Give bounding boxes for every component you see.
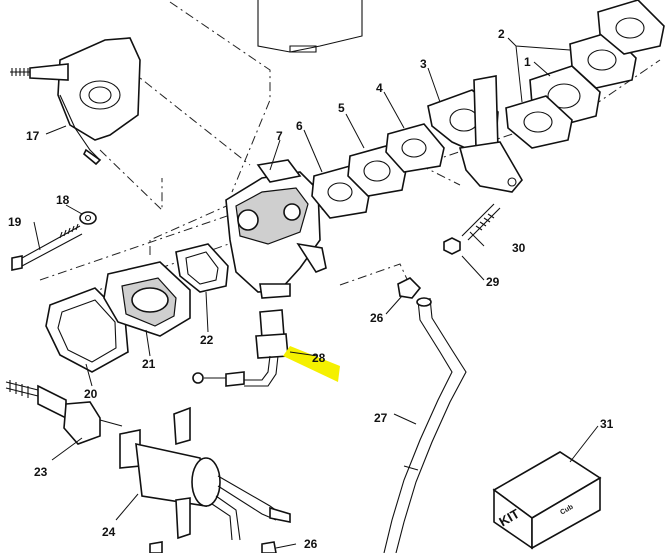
callout-1: 1 — [524, 55, 531, 69]
part-29-nut — [443, 237, 461, 255]
part-23-pickup — [5, 380, 123, 445]
callout-30: 30 — [512, 241, 526, 255]
part-24-fuel-pump — [119, 406, 291, 553]
part-20-filter — [45, 287, 129, 373]
callout-22: 22 — [200, 333, 214, 347]
part-31-kit-box: KIT Cub — [492, 451, 602, 550]
callout-29: 29 — [486, 275, 500, 289]
background-panel-fragment — [257, 0, 363, 53]
part-4-gasket — [385, 123, 445, 173]
leader-lines — [33, 37, 599, 549]
callout-21: 21 — [142, 357, 156, 371]
part-3-manifold — [427, 75, 523, 193]
part-7-carburetor — [225, 159, 327, 299]
callout-28: 28 — [312, 351, 326, 365]
callout-5: 5 — [338, 101, 345, 115]
callout-19: 19 — [8, 215, 22, 229]
part-21-base — [103, 261, 191, 337]
callout-23: 23 — [34, 465, 48, 479]
callout-26-upper: 26 — [370, 311, 384, 325]
part-28-highlight — [283, 346, 340, 382]
callout-labels: 1 2 3 4 5 6 7 17 18 19 20 21 22 23 24 26… — [8, 27, 614, 551]
callout-6: 6 — [296, 119, 303, 133]
callout-20: 20 — [84, 387, 98, 401]
part-22-gasket — [175, 243, 229, 293]
callout-7: 7 — [276, 129, 283, 143]
callout-24: 24 — [102, 525, 116, 539]
part-19-bolt — [11, 223, 83, 271]
callout-4: 4 — [376, 81, 383, 95]
callout-18: 18 — [56, 193, 70, 207]
part-28-solenoid — [192, 309, 289, 387]
part-26-clamp-upper — [397, 277, 422, 299]
part-17-bracket — [10, 37, 141, 166]
callout-31: 31 — [600, 417, 614, 431]
part-27-fuel-hose — [383, 297, 467, 553]
part-26-clamp-lower — [261, 541, 277, 553]
callout-27: 27 — [374, 411, 388, 425]
part-18-nut — [79, 211, 97, 225]
callout-3: 3 — [420, 57, 427, 71]
callout-2: 2 — [498, 27, 505, 41]
part-30-stud — [461, 203, 501, 241]
part-2-gasket-c — [505, 95, 573, 149]
callout-26-lower: 26 — [304, 537, 318, 551]
callout-17: 17 — [26, 129, 40, 143]
part-2-gasket-b — [597, 0, 665, 55]
